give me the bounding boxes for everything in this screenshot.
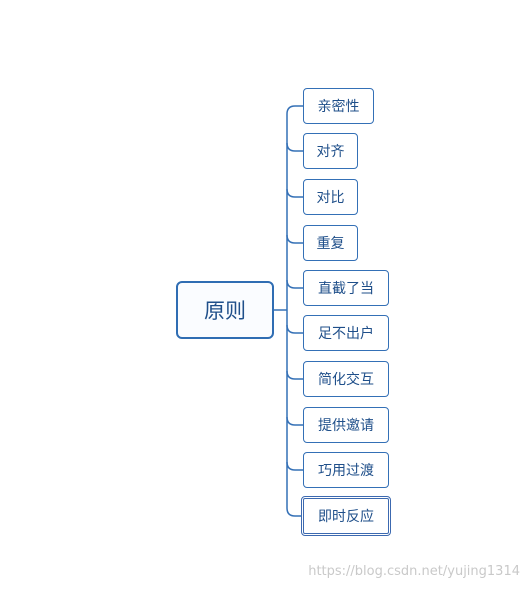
child-node-label: 直截了当	[318, 281, 374, 297]
child-node-对比[interactable]: 对比	[303, 179, 358, 215]
connector-branch	[286, 324, 303, 334]
connector-branch	[286, 234, 303, 244]
child-node-label: 对齐	[316, 144, 345, 160]
child-node-重复[interactable]: 重复	[303, 225, 358, 261]
connector-branch	[286, 142, 303, 152]
connector-branch	[286, 461, 303, 471]
child-node-足不出户[interactable]: 足不出户	[303, 315, 389, 351]
connector-branch	[286, 370, 303, 380]
child-node-对齐[interactable]: 对齐	[303, 133, 358, 169]
connector-branch	[286, 105, 303, 115]
child-node-label: 对比	[316, 190, 345, 206]
child-node-亲密性[interactable]: 亲密性	[303, 88, 374, 124]
child-node-label: 即时反应	[318, 509, 374, 525]
child-node-label: 巧用过渡	[318, 463, 374, 479]
connector-branch	[286, 416, 303, 426]
root-node-label: 原则	[204, 299, 246, 323]
connector-branch	[286, 507, 301, 517]
watermark: https://blog.csdn.net/yujing1314	[308, 564, 520, 579]
child-node-label: 简化交互	[318, 372, 374, 388]
connector-branch	[286, 279, 303, 289]
child-node-label: 足不出户	[318, 326, 374, 342]
child-node-即时反应[interactable]: 即时反应	[301, 496, 391, 536]
connector-branch	[286, 188, 303, 198]
child-node-label: 亲密性	[317, 99, 360, 115]
child-node-简化交互[interactable]: 简化交互	[303, 361, 389, 397]
child-node-提供邀请[interactable]: 提供邀请	[303, 407, 389, 443]
child-node-label: 提供邀请	[318, 418, 374, 434]
child-node-label: 重复	[316, 236, 345, 252]
child-node-巧用过渡[interactable]: 巧用过渡	[303, 452, 389, 488]
child-node-直截了当[interactable]: 直截了当	[303, 270, 389, 306]
root-node[interactable]: 原则	[176, 281, 274, 339]
